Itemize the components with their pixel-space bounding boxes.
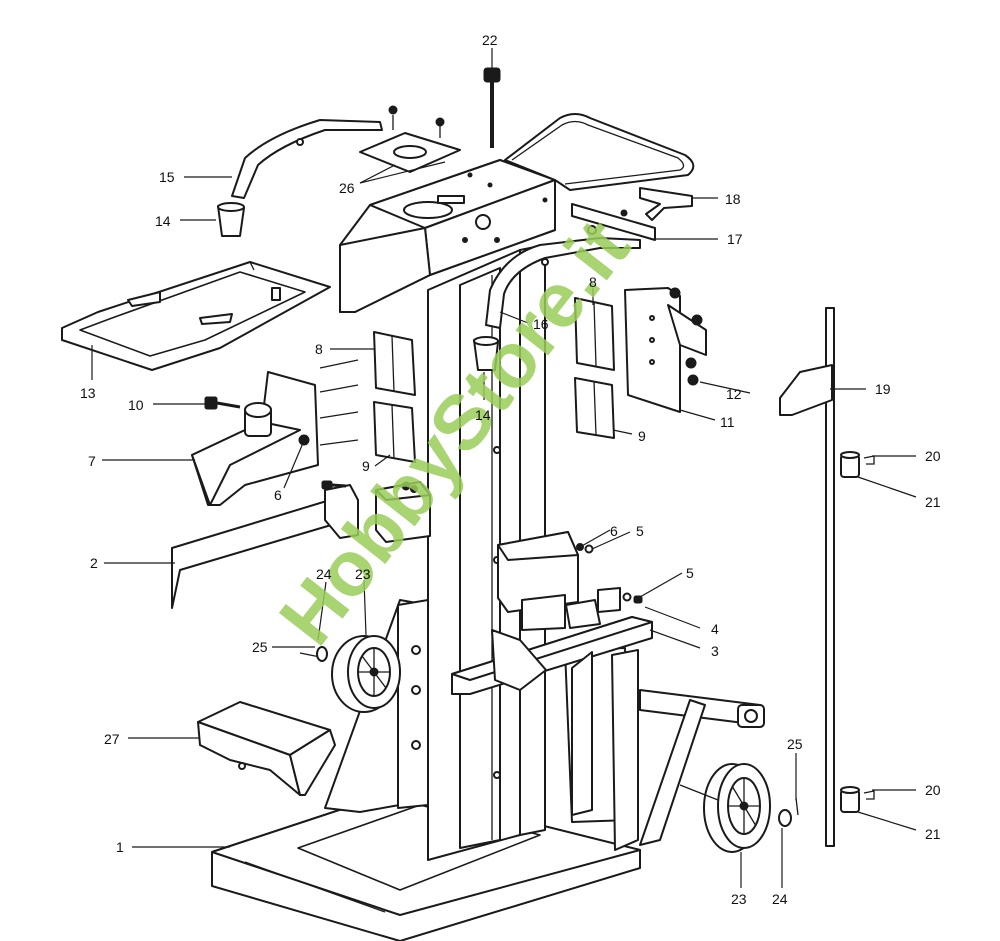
- part-20-21-collars: [840, 451, 875, 813]
- splitting-wedge: [491, 629, 593, 816]
- label-8-left: 8: [315, 341, 323, 357]
- label-20-upper: 20: [925, 448, 941, 464]
- part-8-9-plates-right: [574, 297, 615, 439]
- label-22: 22: [482, 32, 498, 48]
- label-17: 17: [727, 231, 743, 247]
- label-13: 13: [80, 385, 96, 401]
- label-19: 19: [875, 381, 891, 397]
- label-4: 4: [711, 621, 719, 637]
- part-22-dipstick: [483, 67, 501, 148]
- label-21-upper: 21: [925, 494, 941, 510]
- label-16: 16: [533, 316, 549, 332]
- label-18: 18: [725, 191, 741, 207]
- label-6-right: 6: [610, 523, 618, 539]
- part-16-handle: [485, 237, 641, 329]
- fasteners: [204, 396, 643, 604]
- label-14-right: 14: [475, 407, 491, 423]
- right-handle: [504, 113, 695, 191]
- part-17-bar: [571, 203, 656, 241]
- wheel-right: [299, 646, 799, 853]
- part-15-handle: [231, 119, 383, 199]
- label-21-lower: 21: [925, 826, 941, 842]
- part-26-plate: [359, 105, 461, 173]
- label-1: 1: [116, 839, 124, 855]
- label-15: 15: [159, 169, 175, 185]
- label-5-upper: 5: [636, 523, 644, 539]
- label-9-right: 9: [638, 428, 646, 444]
- part-11-plate: [624, 287, 707, 413]
- label-24-left: 24: [316, 566, 332, 582]
- part-14-sleeves: [217, 202, 499, 371]
- label-12: 12: [726, 386, 742, 402]
- label-11: 11: [720, 414, 735, 430]
- part-13-tray: [61, 261, 331, 371]
- label-2: 2: [90, 555, 98, 571]
- top-housing: [339, 159, 556, 313]
- label-23-left: 23: [355, 566, 371, 582]
- central-column: [411, 244, 546, 861]
- label-9-left: 9: [362, 458, 370, 474]
- label-8-right: 8: [589, 274, 597, 290]
- part-2-arm: [171, 484, 359, 609]
- part-27-bracket: [197, 701, 336, 796]
- label-27: 27: [104, 731, 120, 747]
- label-3: 3: [711, 643, 719, 659]
- part-7-wedge: [191, 359, 359, 506]
- label-24-right: 24: [772, 891, 788, 907]
- label-25-right: 25: [787, 736, 803, 752]
- label-10: 10: [128, 397, 144, 413]
- part-18-bracket: [639, 187, 693, 221]
- leader-lines: [91, 48, 917, 888]
- wheel-left: [331, 635, 401, 713]
- label-23-right: 23: [731, 891, 747, 907]
- label-14-left: 14: [155, 213, 171, 229]
- label-26: 26: [339, 180, 355, 196]
- label-7: 7: [88, 453, 96, 469]
- part-19-rod: [779, 307, 835, 847]
- label-20-lower: 20: [925, 782, 941, 798]
- part-labels: 1 2 3 4 5 5 6 6 7 8 8 9 9 10 11 12 13 14…: [80, 32, 941, 907]
- part-8-9-plates-left: [373, 331, 416, 463]
- label-5-lower: 5: [686, 565, 694, 581]
- label-6-left: 6: [274, 487, 282, 503]
- label-25-left: 25: [252, 639, 268, 655]
